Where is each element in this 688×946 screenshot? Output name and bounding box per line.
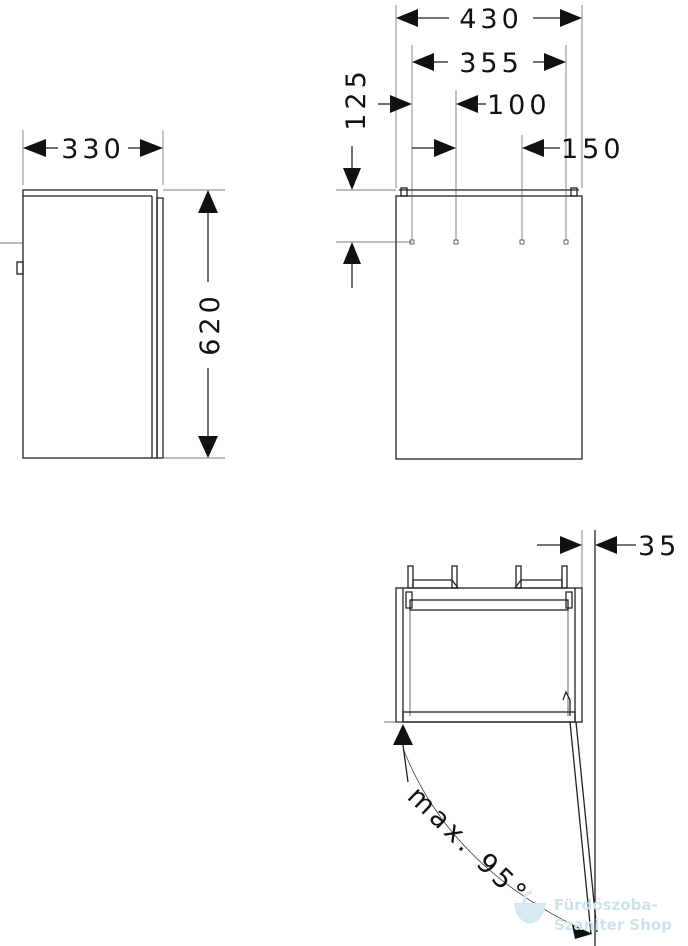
cabinet-top-outline — [395, 587, 583, 723]
arrowhead — [412, 53, 434, 71]
arrowhead — [560, 9, 582, 27]
angle-label: max. 95° — [401, 781, 535, 912]
mounting-hole — [453, 239, 459, 245]
cabinet-body-side — [22, 189, 158, 459]
mount-bracket — [570, 187, 578, 197]
arrowhead — [390, 95, 412, 113]
mounting-holes — [409, 239, 569, 245]
dimension-line — [402, 744, 409, 783]
door-panel-side — [156, 197, 164, 459]
dimension-depth: 330 — [23, 134, 163, 165]
hinge-bracket — [405, 591, 413, 609]
mounting-hole — [519, 239, 525, 245]
arrowhead — [343, 242, 361, 264]
arrowhead — [396, 9, 418, 27]
arrowhead — [198, 436, 218, 458]
hinge-bracket — [565, 591, 573, 609]
dimension-offset: 100 — [378, 90, 551, 121]
arrowhead — [434, 139, 456, 157]
door-swing-line — [575, 721, 598, 933]
watermark-line2: Szaniter Shop — [554, 916, 672, 934]
mounting-hole — [563, 239, 569, 245]
arrowhead — [522, 139, 544, 157]
height-label: 620 — [195, 292, 226, 356]
arrowhead — [198, 190, 218, 213]
side-view: 330 620 — [0, 130, 226, 459]
wall-bracket — [561, 565, 568, 589]
bracket-plate — [412, 579, 460, 589]
hinge-mount — [16, 261, 24, 275]
door-swing-line — [569, 721, 592, 935]
dimension-width: 430 — [396, 4, 582, 35]
mounting-hole — [409, 239, 415, 245]
mount-bracket — [400, 187, 408, 197]
dimension-hole-spacing: 355 — [412, 48, 566, 79]
swing-arc — [402, 747, 593, 935]
wall-brackets — [405, 565, 573, 609]
watermark-line1: Fürdőszoba- — [554, 896, 658, 914]
offset-label: 100 — [487, 90, 551, 121]
door-open — [402, 690, 598, 939]
arrowhead — [544, 53, 566, 71]
hole-spacing-label: 355 — [459, 48, 523, 79]
dimension-height: 620 — [195, 190, 226, 458]
arrowhead — [456, 95, 478, 113]
front-panel — [402, 711, 576, 723]
dimension-offset-right: 150 — [412, 134, 625, 165]
front-view: 430 355 100 150 — [336, 4, 625, 460]
arrowhead — [393, 724, 413, 745]
offset-right-label: 150 — [561, 134, 625, 165]
arrowhead — [595, 536, 617, 554]
width-label: 430 — [459, 4, 523, 35]
arrowhead — [23, 139, 46, 157]
arrowhead — [140, 139, 163, 157]
hinge — [562, 690, 571, 716]
watermark: Fürdőszoba- Szaniter Shop — [514, 890, 672, 934]
top-offset-label: 125 — [341, 67, 372, 131]
wall-bracket — [407, 565, 414, 589]
arrowhead — [343, 168, 361, 190]
rear-panel — [409, 599, 569, 611]
basin-icon — [514, 890, 546, 924]
bracket-plate — [513, 579, 563, 589]
gap-label: 35 — [638, 531, 680, 562]
dimension-gap: 35 — [537, 531, 680, 562]
arrowhead — [572, 925, 592, 939]
top-view: 35 max. 95° — [384, 530, 680, 946]
arrowhead — [560, 536, 582, 554]
dimension-top-offset: 125 — [341, 67, 372, 288]
depth-label: 330 — [61, 134, 125, 165]
cabinet-front — [395, 195, 583, 460]
